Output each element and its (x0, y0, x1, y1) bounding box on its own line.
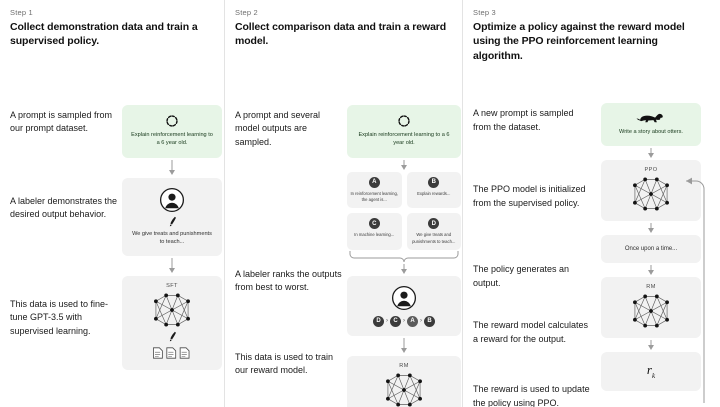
pen-icon (130, 216, 214, 227)
arrow-step3-2 (601, 221, 701, 235)
documents-icon (130, 346, 214, 360)
rank-1: D (373, 315, 384, 327)
step-1-sft-title: SFT (166, 282, 178, 289)
step-2-rm-card: RM (347, 355, 461, 407)
person-icon (130, 187, 214, 213)
step-3-caption-3: The policy generates an output. (473, 264, 570, 288)
neural-network-icon (609, 175, 693, 213)
person-icon (355, 285, 453, 311)
step-3-ppo-title: PPO (644, 166, 658, 173)
output-text-a: In reinforcement learning, the agent is.… (350, 190, 398, 203)
rank-sep-3: › (420, 318, 422, 325)
step-1-labeler-text: We give treats and punishments to teach.… (132, 230, 212, 246)
step-3-label: Step 3 (473, 8, 496, 17)
arrow-step3-4 (601, 338, 701, 352)
output-letter-d: D (428, 218, 440, 230)
step-3-prompt-card: Write a story about otters. (601, 103, 701, 146)
arrow-step1-2 (122, 256, 222, 276)
output-letter-b: B (428, 176, 440, 188)
pen-icon (130, 331, 214, 342)
step-2-caption-2: A labeler ranks the outputs from best to… (235, 268, 342, 293)
step-3-output-text: Once upon a time... (624, 245, 678, 252)
step-3-caption-4: The reward model calculates a reward for… (473, 320, 589, 344)
output-card-a: A In reinforcement learning, the agent i… (347, 171, 402, 209)
step-2-outputs: A In reinforcement learning, the agent i… (347, 171, 461, 250)
step-3-ppo-card: PPO (601, 159, 701, 221)
step-1-sft-card: SFT (122, 275, 222, 370)
step-1-flow: Explain reinforcement learning to a 6 ye… (122, 63, 222, 370)
step-2-caption-1: A prompt and several model outputs are s… (235, 109, 321, 147)
neural-network-icon (130, 291, 214, 329)
step-3-caption-5: The reward is used to update the policy … (473, 384, 590, 407)
output-card-b: B Explain rewards... (406, 171, 461, 209)
output-text-c: In machine learning... (354, 232, 395, 238)
step-2-title: Collect comparison data and train a rewa… (235, 21, 447, 48)
step-1-caption-2: A labeler demonstrates the desired outpu… (10, 195, 118, 220)
step-3-flow: Write a story about otters. PPO (601, 77, 701, 392)
reward-subscript: k (651, 372, 656, 381)
step-1-body: A prompt is sampled from our prompt data… (10, 63, 222, 393)
step-1-caption-1: A prompt is sampled from our prompt data… (10, 109, 113, 134)
output-card-c: C In machine learning... (347, 213, 402, 250)
neural-network-icon (609, 292, 693, 330)
step-1-prompt-text: Explain reinforcement learning to a 6 ye… (131, 131, 213, 147)
step-1-label: Step 1 (10, 8, 33, 17)
arrow-step2-3 (347, 336, 461, 356)
step-1-caption-3: This data is used to fine-tune GPT-3.5 w… (10, 298, 109, 336)
step-1-column: Step 1 Collect demonstration data and tr… (0, 0, 224, 407)
step-2-label: Step 2 (235, 8, 258, 17)
reward-symbol: r (646, 361, 652, 377)
step-2-rm-title: RM (399, 362, 409, 369)
step-3-body: A new prompt is sampled from the dataset… (473, 77, 708, 407)
ranking-row-labeler: D › C › A › B (355, 315, 453, 327)
recycle-icon (130, 114, 214, 128)
step-2-column: Step 2 Collect comparison data and train… (224, 0, 462, 407)
neural-network-icon (355, 371, 453, 407)
step-1-labeler-card: We give treats and punishments to teach.… (122, 177, 222, 256)
output-letter-c: C (368, 218, 380, 230)
arrow-step2-1 (347, 158, 461, 172)
rank-4: B (424, 315, 435, 327)
output-text-d: We give treats and punishments to teach.… (412, 232, 456, 244)
step-3-rm-card: RM (601, 276, 701, 338)
output-card-d: D We give treats and punishments to teac… (406, 213, 461, 250)
step-3-prompt-text: Write a story about otters. (619, 129, 683, 136)
step-2-caption-3: This data is used to train our reward mo… (235, 351, 334, 376)
recycle-icon (355, 114, 453, 128)
rank-sep-1: › (386, 318, 388, 325)
step-3-column: Step 3 Optimize a policy against the rew… (462, 0, 720, 407)
output-text-b: Explain rewards... (417, 190, 451, 196)
step-1-prompt-card: Explain reinforcement learning to a 6 ye… (122, 104, 222, 158)
step-3-reward-card: rk (601, 351, 701, 392)
output-letter-a: A (368, 176, 380, 188)
arrow-step3-1 (601, 146, 701, 160)
step-3-caption-2: The PPO model is initialized from the su… (473, 184, 586, 208)
rank-sep-2: › (403, 318, 405, 325)
step-2-flow: Explain reinforcement learning to a 6 ye… (347, 63, 461, 407)
arrow-step2-2 (347, 262, 461, 276)
step-3-output-card: Once upon a time... (601, 234, 701, 263)
rank-2: C (390, 315, 401, 327)
step-3-rm-title: RM (646, 283, 656, 290)
step-2-prompt-card: Explain reinforcement learning to a 6 ye… (347, 104, 461, 158)
rank-3: A (407, 315, 418, 327)
step-2-body: A prompt and several model outputs are s… (235, 63, 461, 407)
arrow-step3-3 (601, 263, 701, 277)
step-3-title: Optimize a policy against the reward mod… (473, 21, 685, 62)
otter-icon (609, 111, 693, 125)
step-2-prompt-text: Explain reinforcement learning to a 6 ye… (358, 131, 450, 147)
step-2-ranking-card: D › C › A › B (347, 275, 461, 336)
step-3-caption-1: A new prompt is sampled from the dataset… (473, 108, 574, 132)
step-1-title: Collect demonstration data and train a s… (10, 21, 198, 48)
arrow-step1-1 (122, 158, 222, 178)
